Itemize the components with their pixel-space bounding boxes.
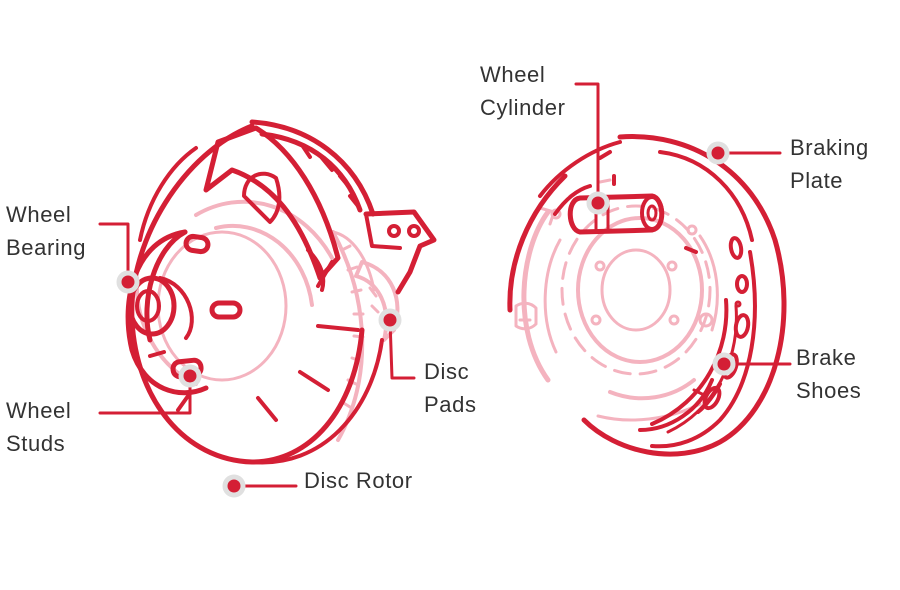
- marker-wheel-cylinder: [586, 191, 610, 215]
- marker-brake-shoes: [712, 352, 736, 376]
- label-wheel-cylinder: Wheel Cylinder: [480, 58, 566, 124]
- label-disc-pads-line1: Disc: [424, 359, 470, 384]
- marker-wheel-bearing: [116, 270, 140, 294]
- wheel-stud-right: [209, 300, 243, 320]
- label-wheel-bearing-line2: Bearing: [6, 235, 87, 260]
- label-braking-plate: Braking Plate: [790, 131, 869, 197]
- caliper: [203, 125, 437, 295]
- wheel-bearing-hub: [127, 275, 177, 337]
- label-wheel-cylinder-line1: Wheel: [480, 62, 546, 87]
- label-wheel-studs: Wheel Studs: [6, 394, 71, 460]
- backing-plate-detail: [514, 178, 719, 422]
- leader-disc-pads: [388, 318, 416, 380]
- marker-disc-rotor: [222, 474, 246, 498]
- label-wheel-bearing: Wheel Bearing: [6, 198, 86, 264]
- braking-plate: [507, 134, 787, 457]
- leader-wheel-cylinder: [574, 82, 600, 202]
- marker-wheel-studs: [178, 364, 202, 388]
- label-disc-rotor-line1: Disc Rotor: [304, 468, 413, 493]
- label-wheel-studs-line1: Wheel: [6, 398, 72, 423]
- label-wheel-bearing-line1: Wheel: [6, 202, 72, 227]
- wheel-cylinder: [567, 193, 665, 235]
- label-wheel-studs-line2: Studs: [6, 431, 66, 456]
- label-disc-pads: Disc Pads: [424, 355, 477, 421]
- leader-wheel-studs: [98, 378, 192, 415]
- label-disc-pads-line2: Pads: [424, 392, 477, 417]
- hub-assembly: [125, 229, 243, 396]
- callout-markers: [116, 141, 736, 498]
- marker-disc-pads: [378, 308, 402, 332]
- label-brake-shoes: Brake Shoes: [796, 341, 861, 407]
- leader-wheel-bearing: [98, 222, 130, 284]
- label-wheel-cylinder-line2: Cylinder: [480, 95, 566, 120]
- label-braking-plate-line2: Plate: [790, 168, 844, 193]
- wheel-stud-top: [183, 233, 211, 255]
- drum-brake-illustration: [507, 134, 787, 457]
- label-brake-shoes-line1: Brake: [796, 345, 857, 370]
- label-brake-shoes-line2: Shoes: [796, 378, 862, 403]
- disc-rotor: [129, 119, 384, 465]
- label-braking-plate-line1: Braking: [790, 135, 869, 160]
- disc-brake-illustration: [125, 119, 437, 465]
- marker-braking-plate: [706, 141, 730, 165]
- label-disc-rotor: Disc Rotor: [304, 464, 413, 497]
